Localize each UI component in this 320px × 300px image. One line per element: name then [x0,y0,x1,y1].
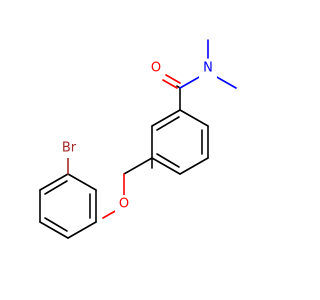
bond-n-methyl-right [214,75,237,89]
bond-ring1-a [179,109,209,127]
atom-bromine: Br [62,141,77,156]
atom-ether-oxygen: O [119,197,129,212]
atom-amide-nitrogen: N [203,61,213,76]
atom-labels: O N O Br [57,59,217,214]
bond-ring1-d [151,157,181,175]
bond-ch2 [123,157,153,175]
bond-carbonyl-o-2 [165,74,181,84]
bonds [39,39,237,239]
bond-ring2-e-inner [44,217,68,232]
bond-ring2-e [39,221,69,239]
bond-carbonyl-n [179,75,202,89]
bond-ring1-f-inner [156,116,180,131]
bond-ring2-f [67,221,97,239]
bond-ring1-c [179,157,209,175]
molecule-structure: O N O Br [39,39,237,239]
bond-ring2-b [67,173,97,191]
bond-o-aryl [102,209,118,219]
bond-ring1-f [151,109,181,127]
bond-ring2-c [39,173,69,191]
atom-carbonyl-oxygen: O [151,61,161,76]
bond-ring1-d-inner [156,153,180,168]
bond-ring2-c-inner [44,180,68,195]
bond-carbonyl-o-1 [162,79,178,89]
